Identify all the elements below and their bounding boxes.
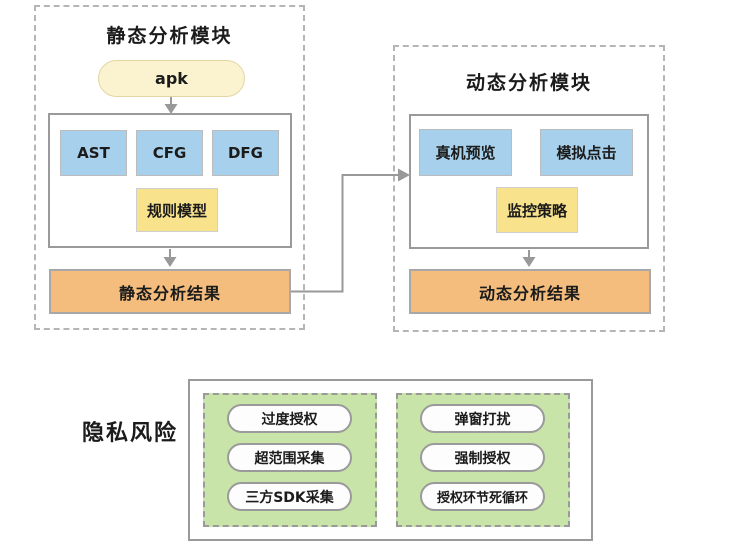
apk-input-label: apk	[155, 69, 188, 88]
apk-input-node: apk	[98, 60, 245, 97]
risk-label: 授权环节死循环	[436, 491, 528, 506]
risk-label: 过度授权	[261, 411, 318, 428]
privacy-risk-title: 隐私风险	[81, 421, 178, 446]
risk-pill-forced-authorization: 强制授权	[420, 443, 545, 472]
risk-label: 弹窗打扰	[454, 411, 511, 428]
risk-pill-over-authorization: 过度授权	[227, 404, 352, 433]
risk-pill-popup-interruption: 弹窗打扰	[420, 404, 545, 433]
device-preview-label: 真机预览	[435, 144, 496, 162]
rule-model-label: 规则模型	[146, 201, 207, 220]
dfg-label: DFG	[227, 144, 263, 162]
risk-label: 强制授权	[454, 450, 511, 467]
static-result-label: 静态分析结果	[118, 283, 221, 303]
risk-pill-third-party-sdk-collection: 三方SDK采集	[227, 482, 352, 511]
rule-model-node: 规则模型	[136, 188, 218, 232]
simulated-click-node: 模拟点击	[540, 129, 633, 176]
monitor-strategy-node: 监控策略	[496, 187, 578, 233]
dynamic-result-node: 动态分析结果	[409, 269, 651, 314]
ast-node: AST	[60, 130, 127, 176]
risk-label: 三方SDK采集	[245, 489, 334, 506]
static-result-node: 静态分析结果	[49, 269, 291, 314]
dfg-node: DFG	[212, 130, 279, 176]
ast-label: AST	[77, 144, 110, 162]
monitor-strategy-label: 监控策略	[506, 201, 567, 220]
cfg-node: CFG	[136, 130, 203, 176]
risk-label: 超范围采集	[254, 450, 325, 467]
dynamic-result-label: 动态分析结果	[478, 283, 581, 303]
risk-pill-out-of-scope-collection: 超范围采集	[227, 443, 352, 472]
simulated-click-label: 模拟点击	[556, 144, 617, 162]
risk-pill-authorization-dead-loop: 授权环节死循环	[420, 482, 545, 511]
cfg-label: CFG	[152, 144, 187, 162]
dynamic-module-title: 动态分析模块	[465, 72, 592, 94]
static-module-title: 静态分析模块	[106, 25, 233, 47]
device-preview-node: 真机预览	[419, 129, 512, 176]
